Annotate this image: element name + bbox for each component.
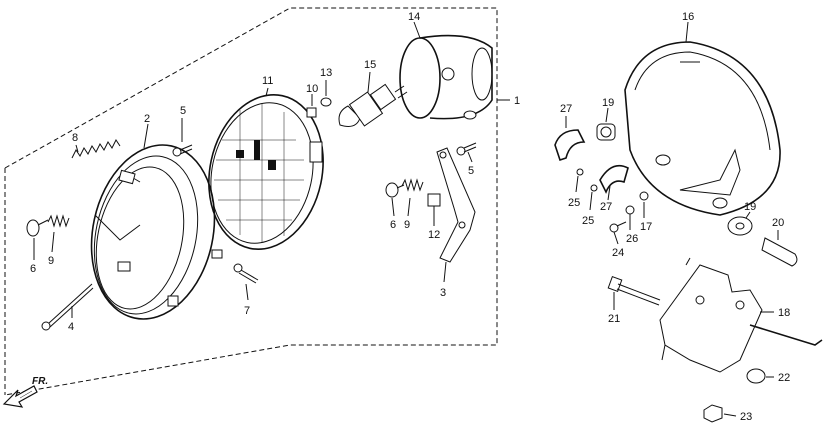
headlight-rim (90, 144, 223, 320)
callout-19-top: 19 (602, 97, 614, 109)
callout-24: 24 (612, 247, 624, 259)
callout-8: 8 (72, 132, 78, 144)
spring-8 (71, 139, 121, 159)
front-label: FR. (32, 376, 48, 387)
front-direction-indicator: FR. (2, 376, 48, 408)
screw-5-left (172, 144, 193, 157)
callout-10: 10 (306, 83, 318, 95)
callout-12: 12 (428, 229, 440, 241)
spring-9-right (401, 178, 424, 192)
headlight-bulb (338, 83, 408, 127)
part-10-shape (306, 107, 317, 118)
callout-21: 21 (608, 313, 620, 325)
callout-23: 23 (740, 411, 752, 423)
part-17-shape (639, 191, 649, 201)
pipe-20 (761, 237, 798, 267)
leader-lines (33, 21, 779, 417)
part-26-shape (625, 205, 635, 215)
adjust-screw-6-left (26, 219, 49, 237)
assembly-outline (4, 7, 510, 396)
callout-14: 14 (408, 11, 420, 23)
nut-23 (703, 404, 723, 423)
callout-26: 26 (626, 233, 638, 245)
front-arrow-icon (2, 385, 38, 408)
callout-27-top: 27 (560, 103, 572, 115)
callout-5-right: 5 (468, 165, 474, 177)
callout-4: 4 (68, 321, 74, 333)
grommet-19-top (596, 123, 616, 141)
part-13-shape (320, 97, 332, 107)
callout-13: 13 (320, 67, 332, 79)
callout-9-left: 9 (48, 255, 54, 267)
callout-6-left: 6 (30, 263, 36, 275)
callout-11: 11 (262, 75, 273, 87)
mounting-bracket (436, 147, 476, 263)
callout-16: 16 (682, 11, 694, 23)
screw-7 (233, 263, 259, 284)
callout-3: 3 (440, 287, 446, 299)
callout-15: 15 (364, 59, 376, 71)
bolt-21 (607, 276, 661, 306)
callout-25-a: 25 (568, 197, 580, 209)
callout-27-bottom: 27 (600, 201, 612, 213)
callout-19-right: 19 (744, 201, 756, 213)
callout-1: 1 (514, 95, 520, 107)
callout-18: 18 (778, 307, 790, 319)
screw-25-b (590, 184, 598, 192)
callout-5-left: 5 (180, 105, 186, 117)
collar-19 (727, 216, 753, 236)
callout-2: 2 (144, 113, 150, 125)
screw-24 (609, 221, 627, 233)
clip-27-bottom (599, 164, 629, 194)
callout-6-right: 6 (390, 219, 396, 231)
stay-bracket-18 (659, 257, 823, 373)
spring-9-left (47, 214, 70, 228)
callout-20: 20 (772, 217, 784, 229)
headlight-shell (624, 41, 781, 216)
headlight-case (399, 34, 493, 120)
callout-25-b: 25 (582, 215, 594, 227)
screw-5-right (456, 142, 477, 156)
part-12-shape (427, 193, 441, 207)
nut-22 (746, 368, 766, 384)
adjust-screw-6-right (385, 182, 405, 198)
callout-22: 22 (778, 372, 790, 384)
callout-7: 7 (244, 305, 250, 317)
clip-27-top (554, 129, 586, 162)
callout-17: 17 (640, 221, 652, 233)
callout-9-right: 9 (404, 219, 410, 231)
screw-25-a (576, 168, 584, 176)
callout-labels: 1 2 3 4 5 5 6 6 7 8 9 9 10 11 12 13 14 1… (30, 11, 790, 423)
headlight-lens (208, 94, 324, 250)
